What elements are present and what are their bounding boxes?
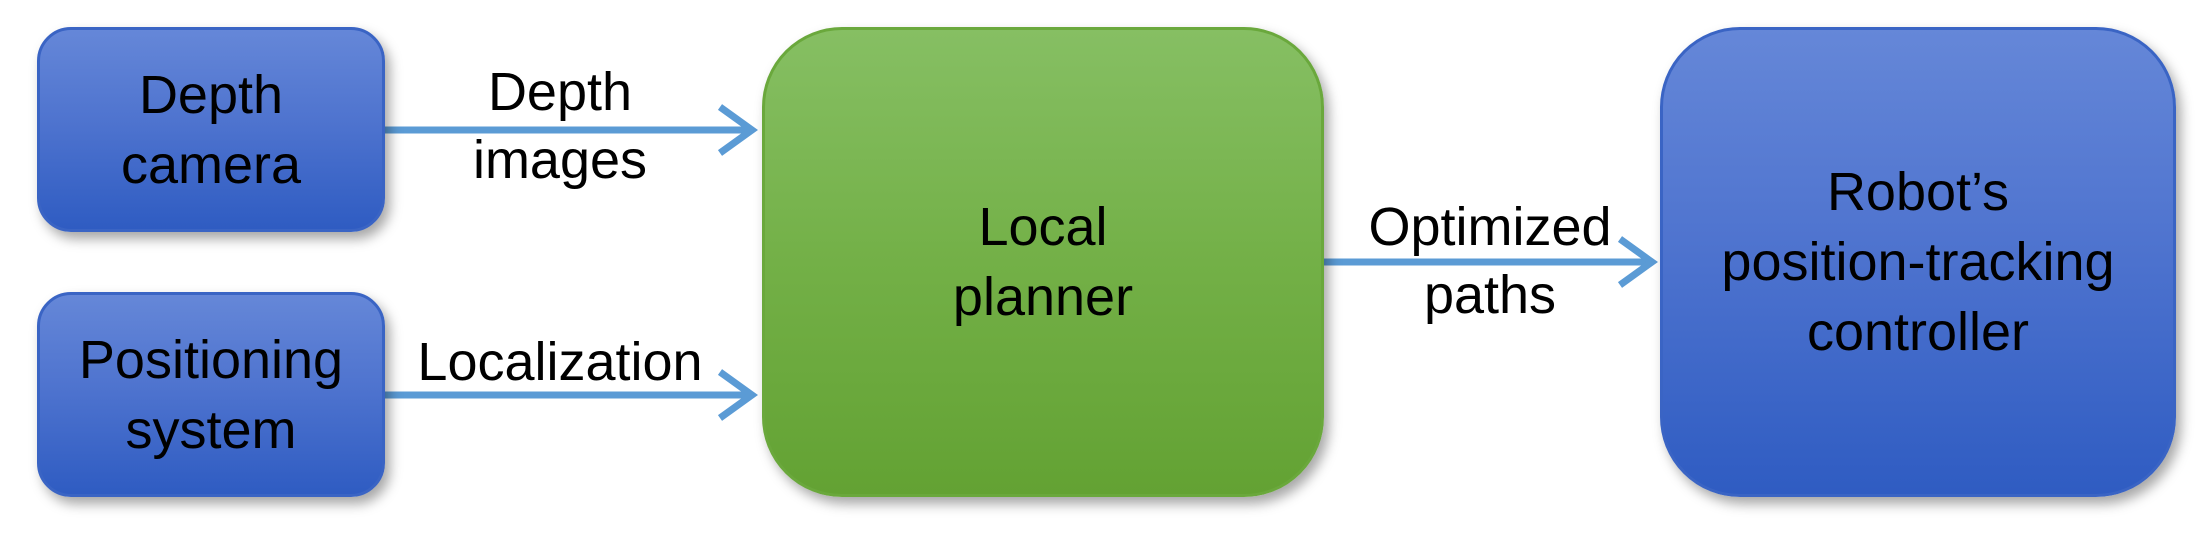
edge-label-depth-images-line2: images xyxy=(472,130,648,190)
depth-camera-label-line2: camera xyxy=(120,134,302,195)
local-planner-label-line2: planner xyxy=(952,267,1134,327)
robot-controller-label-line2: position-tracking xyxy=(1721,232,2115,292)
depth-camera-label-line1: Depth xyxy=(138,64,284,125)
arrow-localization xyxy=(385,369,758,421)
edge-label-depth-images-line1: Depth xyxy=(487,62,633,122)
robot-controller-label-line3: controller xyxy=(1806,302,2030,362)
depth-camera-box: Depth camera xyxy=(37,27,385,232)
local-planner-box: Local planner xyxy=(762,27,1324,497)
edge-label-localization-line1: Localization xyxy=(417,332,703,392)
positioning-system-label-line1: Positioning xyxy=(78,329,344,390)
edge-label-optimized-paths: Optimized paths xyxy=(1320,193,1660,329)
edge-label-optimized-paths-line1: Optimized xyxy=(1368,197,1612,257)
arrow-depth-images xyxy=(385,104,758,156)
positioning-system-box: Positioning system xyxy=(37,292,385,497)
arrow-optimized-paths xyxy=(1324,236,1658,288)
robot-controller-box: Robot’s position-tracking controller xyxy=(1660,27,2176,497)
robot-controller-label-line1: Robot’s xyxy=(1826,162,2010,222)
edge-label-localization: Localization xyxy=(400,328,720,396)
local-planner-label-line1: Local xyxy=(978,197,1108,257)
positioning-system-label-line2: system xyxy=(125,399,297,460)
edge-label-optimized-paths-line2: paths xyxy=(1423,265,1557,325)
edge-label-depth-images: Depth images xyxy=(420,58,700,194)
